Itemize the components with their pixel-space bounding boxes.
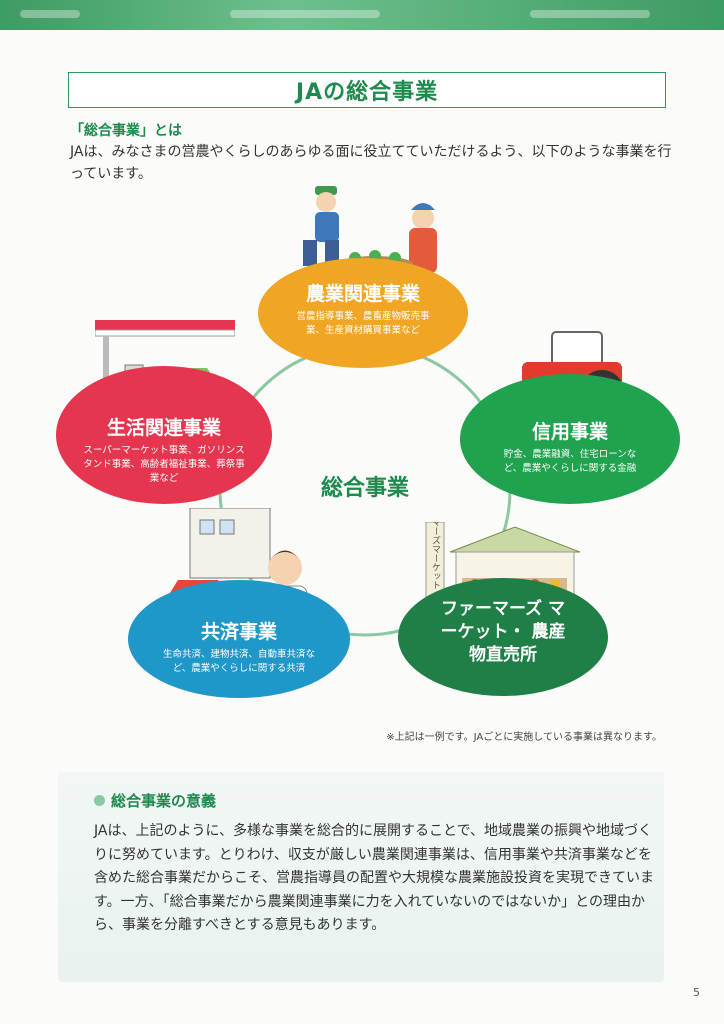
page-title-box: JAの総合事業 bbox=[68, 72, 666, 108]
intro-text: JAは、みなさまの営農やくらしのあらゆる面に役立てていただけるよう、以下のような… bbox=[70, 144, 672, 182]
node-agriculture: 農業関連事業 営農指導事業、農畜産物販売事業、生産資材購買事業など bbox=[258, 258, 468, 368]
node-living-desc: スーパーマーケット事業、ガソリンスタンド事業、高齢者福祉事業、葬祭事業など bbox=[83, 445, 245, 484]
node-farmers-market: ファーマーズ マーケット・ 農産物直売所 bbox=[398, 578, 608, 696]
section-subhead: 「総合事業」とは bbox=[70, 123, 182, 139]
node-agriculture-desc: 営農指導事業、農畜産物販売事業、生産資材購買事業など bbox=[296, 311, 430, 336]
node-credit-desc: 貯金、農業融資、住宅ローンなど、農業やくらしに関する金融 bbox=[503, 449, 637, 474]
node-agriculture-name: 農業関連事業 bbox=[305, 283, 420, 305]
node-mutual-aid-desc: 生命共済、建物共済、自動車共済など、農業やくらしに関する共済 bbox=[162, 649, 315, 674]
diagram-note: ※上記は一例です。JAごとに実施している事業は異なります。 bbox=[386, 732, 662, 743]
page-number: 5 bbox=[693, 986, 700, 999]
significance-panel bbox=[58, 772, 664, 982]
node-farmers-market-name: ファーマーズ マーケット・ 農産物直売所 bbox=[440, 599, 566, 665]
diagram-center-label: 総合事業 bbox=[320, 476, 409, 501]
header-decoration bbox=[20, 10, 80, 18]
node-living-name: 生活関連事業 bbox=[106, 417, 221, 439]
bullet-dot-icon bbox=[94, 795, 105, 806]
node-living: 生活関連事業 スーパーマーケット事業、ガソリンスタンド事業、高齢者福祉事業、葬祭… bbox=[56, 366, 272, 504]
significance-body: JAは、上記のように、多様な事業を総合的に展開することで、地域農業の振興や地域づ… bbox=[94, 823, 654, 933]
node-credit-name: 信用事業 bbox=[531, 421, 608, 443]
market-sign-text: JAファーマーズマーケット bbox=[430, 522, 441, 590]
node-credit: 信用事業 貯金、農業融資、住宅ローンなど、農業やくらしに関する金融 bbox=[460, 374, 680, 504]
significance-title-row: 総合事業の意義 bbox=[94, 790, 216, 811]
node-mutual-aid: 共済事業 生命共済、建物共済、自動車共済など、農業やくらしに関する共済 bbox=[128, 580, 350, 698]
header-band bbox=[0, 0, 724, 30]
page-title: JAの総合事業 bbox=[295, 80, 439, 105]
significance-title: 総合事業の意義 bbox=[111, 792, 217, 810]
header-decoration bbox=[530, 10, 650, 18]
node-mutual-aid-name: 共済事業 bbox=[200, 621, 277, 643]
header-decoration bbox=[230, 10, 380, 18]
